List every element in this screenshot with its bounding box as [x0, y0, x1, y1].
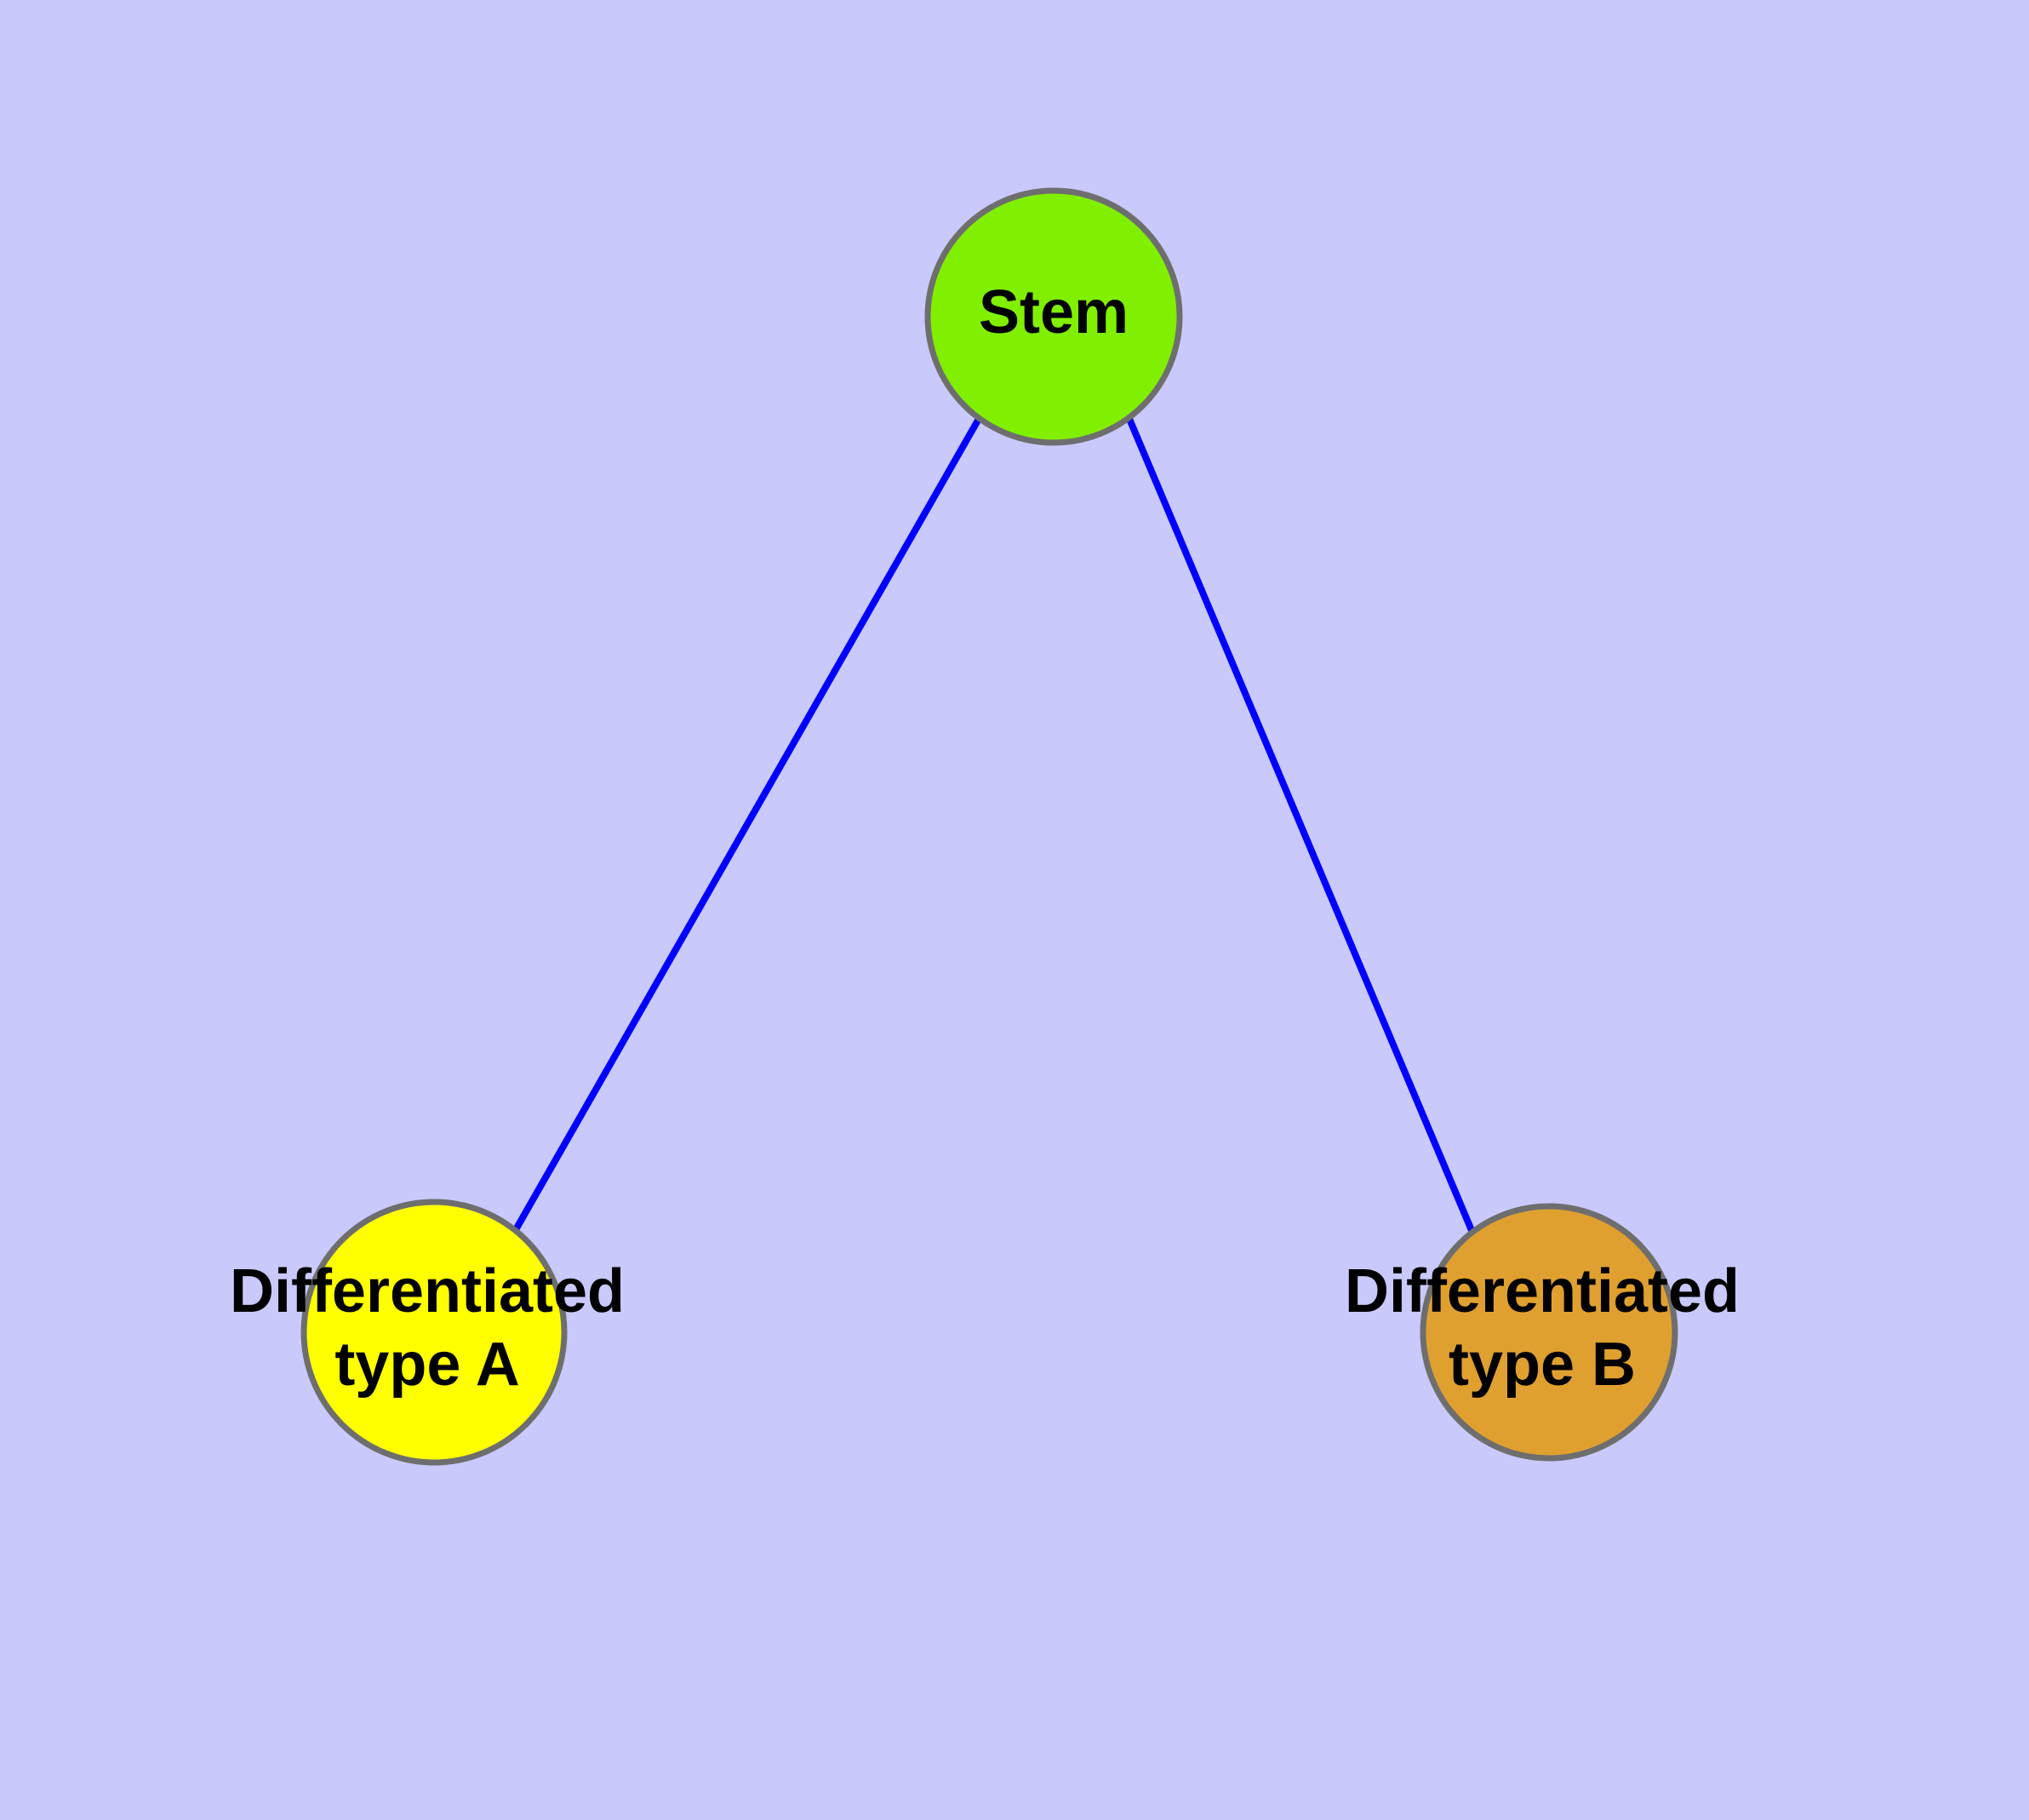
nodes-layer — [300, 187, 1678, 1466]
node-label-line: Stem — [979, 278, 1129, 346]
node-label-line: type A — [334, 1331, 519, 1399]
node-stem[interactable] — [924, 187, 1183, 446]
node-label-stem: Stem — [979, 278, 1129, 346]
node-label-line: Differentiated — [1345, 1257, 1740, 1325]
edge-stem-to-diff-a[interactable] — [511, 417, 982, 1234]
edges-layer — [511, 417, 1477, 1236]
edge-stem-to-diff-b[interactable] — [1126, 417, 1477, 1236]
node-label-line: type B — [1449, 1331, 1636, 1399]
node-label-line: Differentiated — [230, 1257, 625, 1325]
node-diff-b[interactable] — [1420, 1203, 1678, 1462]
node-diff-a[interactable] — [300, 1199, 568, 1466]
